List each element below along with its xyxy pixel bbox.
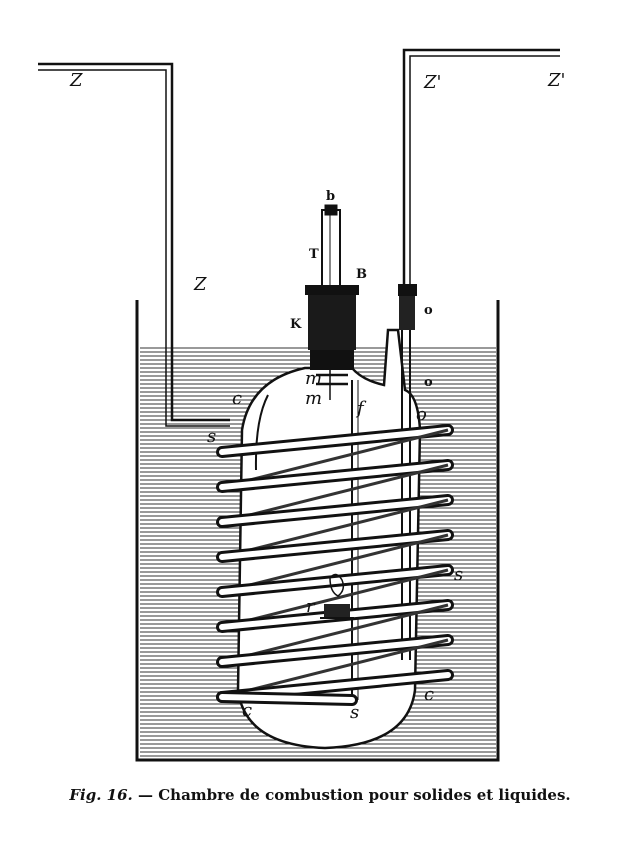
label-c-right-bottom: c (424, 684, 434, 705)
label-o-upper: o (424, 303, 433, 318)
tube-t (316, 204, 348, 400)
left-pipe (38, 62, 230, 427)
label-z-left-mid: Z (193, 274, 207, 295)
water-vessel (135, 300, 500, 762)
right-pipe (402, 48, 560, 290)
label-r: r (306, 596, 316, 617)
label-z-left-top: Z (69, 70, 83, 91)
cooling-coil (216, 424, 454, 706)
label-b-upper: B (356, 267, 367, 282)
label-z-right-1: Z' (423, 72, 441, 93)
figure-caption: Fig. 16. — Chambre de combustion pour so… (0, 786, 640, 804)
label-k: K (290, 317, 302, 332)
label-z-right-2: Z' (547, 70, 565, 91)
label-t: T (309, 247, 319, 262)
label-b: b (326, 189, 335, 204)
label-c-upper: c (232, 388, 242, 409)
stopper-o (398, 284, 417, 330)
diagram-labels: Z Z Z' Z' b T B K o o o m m f c c c s s … (69, 70, 565, 723)
burner-r (320, 573, 354, 619)
caption-dash: — (132, 786, 159, 804)
label-s-right: s (454, 564, 463, 585)
caption-text: Chambre de combustion pour solides et li… (158, 786, 571, 804)
label-c-left-bottom: c (242, 700, 252, 721)
caption-figure-number: Fig. 16. (69, 786, 133, 804)
label-m-lower: m (305, 388, 322, 409)
stopper-k (305, 285, 359, 370)
label-m-upper: m (305, 368, 322, 389)
label-o-mid: o (424, 375, 433, 390)
label-s-top: s (207, 426, 216, 447)
label-s-bottom: s (350, 702, 359, 723)
label-o-lower: o (416, 404, 427, 425)
